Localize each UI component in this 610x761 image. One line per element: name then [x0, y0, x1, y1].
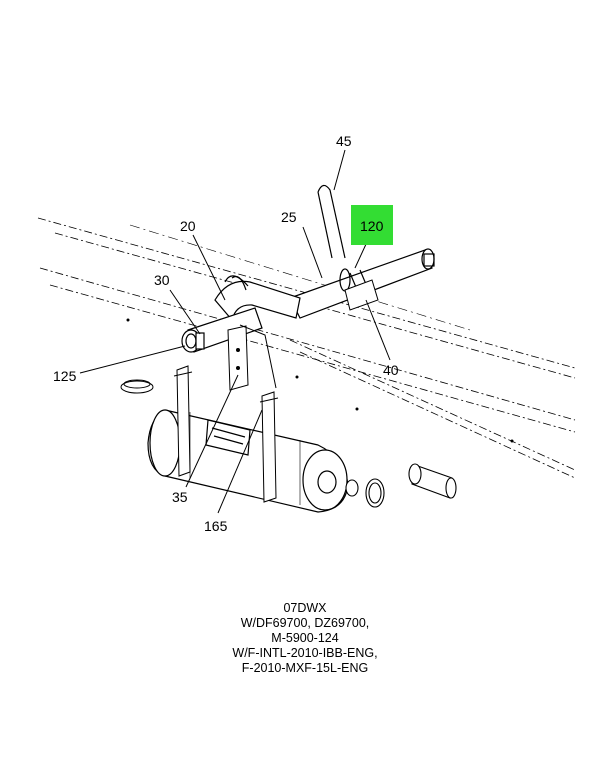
gasket-clamp [120, 379, 154, 394]
pipe-30 [181, 307, 263, 353]
bracket-40 [344, 279, 379, 311]
callout-125[interactable]: 125 [53, 368, 77, 384]
callout-20[interactable]: 20 [180, 218, 196, 234]
callout-120-highlight [351, 205, 393, 245]
outlet-parts [345, 463, 457, 508]
caption-line-4: W/F-INTL-2010-IBB-ENG, [232, 646, 378, 660]
callout-120[interactable]: 120 [360, 218, 384, 234]
mount-bracket-35 [227, 324, 277, 391]
callout-35[interactable]: 35 [172, 489, 188, 505]
caption-line-1: 07DWX [283, 601, 327, 615]
caption-line-5: F-2010-MXF-15L-ENG [241, 661, 369, 675]
callout-165[interactable]: 165 [204, 518, 228, 534]
clamp-45 [317, 184, 346, 259]
callout-30[interactable]: 30 [154, 272, 170, 288]
support-straps-165 [173, 365, 279, 503]
caption-line-3: M-5900-124 [271, 631, 339, 645]
callout-25[interactable]: 25 [281, 209, 297, 225]
frame-rails [37, 217, 576, 479]
callout-45[interactable]: 45 [336, 133, 352, 149]
elbow-pipe-20 [214, 275, 301, 322]
frame-bolts [126, 318, 514, 443]
caption-line-2: W/DF69700, DZ69700, [240, 616, 370, 630]
aftertreatment-assembly [147, 409, 349, 513]
callout-40[interactable]: 40 [383, 362, 399, 378]
leader-lines [79, 149, 391, 514]
diagram-caption: 07DWX W/DF69700, DZ69700, M-5900-124 W/F… [0, 601, 610, 676]
